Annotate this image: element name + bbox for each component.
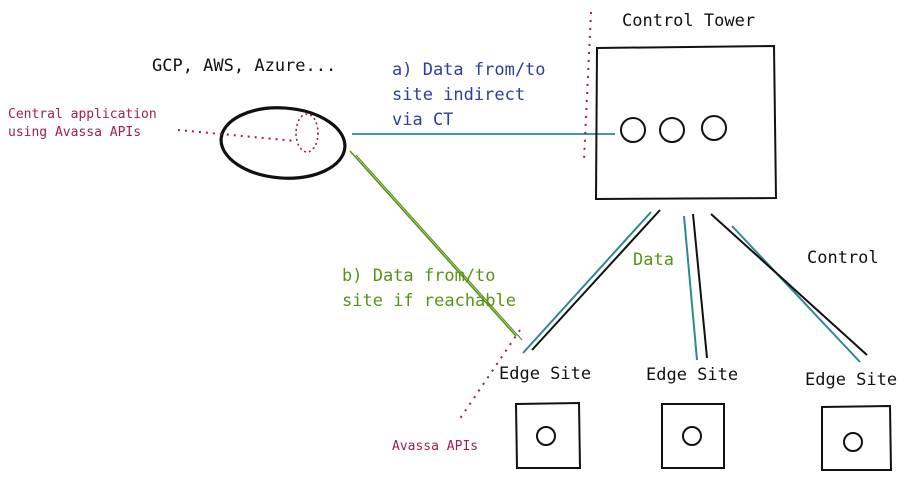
cloud-providers-label: GCP, AWS, Azure... [152, 56, 337, 76]
central-application-ellipse [219, 106, 347, 180]
data-label: Data [633, 250, 674, 270]
edge-site-2-node [682, 426, 702, 446]
ct-to-site2-teal [683, 215, 698, 361]
edge-site-3-box [821, 404, 893, 471]
edge-site-3-label: Edge Site [805, 370, 898, 390]
path-a-label-line2: site indirect [392, 85, 526, 105]
edge-site-1-label: Edge Site [499, 364, 592, 384]
avassa-apis-label: Avassa APIs [392, 439, 479, 454]
ct-to-site3-black [710, 213, 868, 356]
ct-to-site1-black [531, 209, 661, 351]
edge-site-3-node [843, 432, 863, 452]
control-tower-node-3 [701, 115, 727, 141]
firewall-dotted-line [583, 11, 592, 161]
control-tower-node-2 [659, 117, 685, 143]
path-a-label-line1: a) Data from/to [392, 60, 546, 80]
edge-site-2-box [661, 403, 725, 469]
path-b-line [349, 150, 517, 337]
control-label: Control [807, 248, 879, 268]
control-tower-node-1 [620, 117, 646, 143]
path-b-line-2 [355, 154, 523, 341]
central-app-dotted-pointer [177, 129, 297, 142]
edge-site-1-node [536, 426, 556, 446]
path-b-label-line2: site if reachable [342, 291, 516, 311]
central-app-label-line1: Central application [8, 107, 157, 122]
edge-site-1-box [514, 401, 582, 469]
central-application-inner-ellipse [295, 113, 319, 153]
path-b-label-line1: b) Data from/to [342, 266, 496, 286]
edge-site-2-label: Edge Site [646, 365, 739, 385]
path-a-label-line3: via CT [392, 110, 454, 130]
ct-to-site1-teal [522, 211, 652, 354]
central-app-label-line2: using Avassa APIs [8, 125, 142, 140]
control-tower-box [594, 44, 778, 201]
ct-to-site3-teal [731, 225, 861, 363]
control-tower-title: Control Tower [622, 11, 756, 31]
ct-to-site2-black [692, 213, 708, 359]
